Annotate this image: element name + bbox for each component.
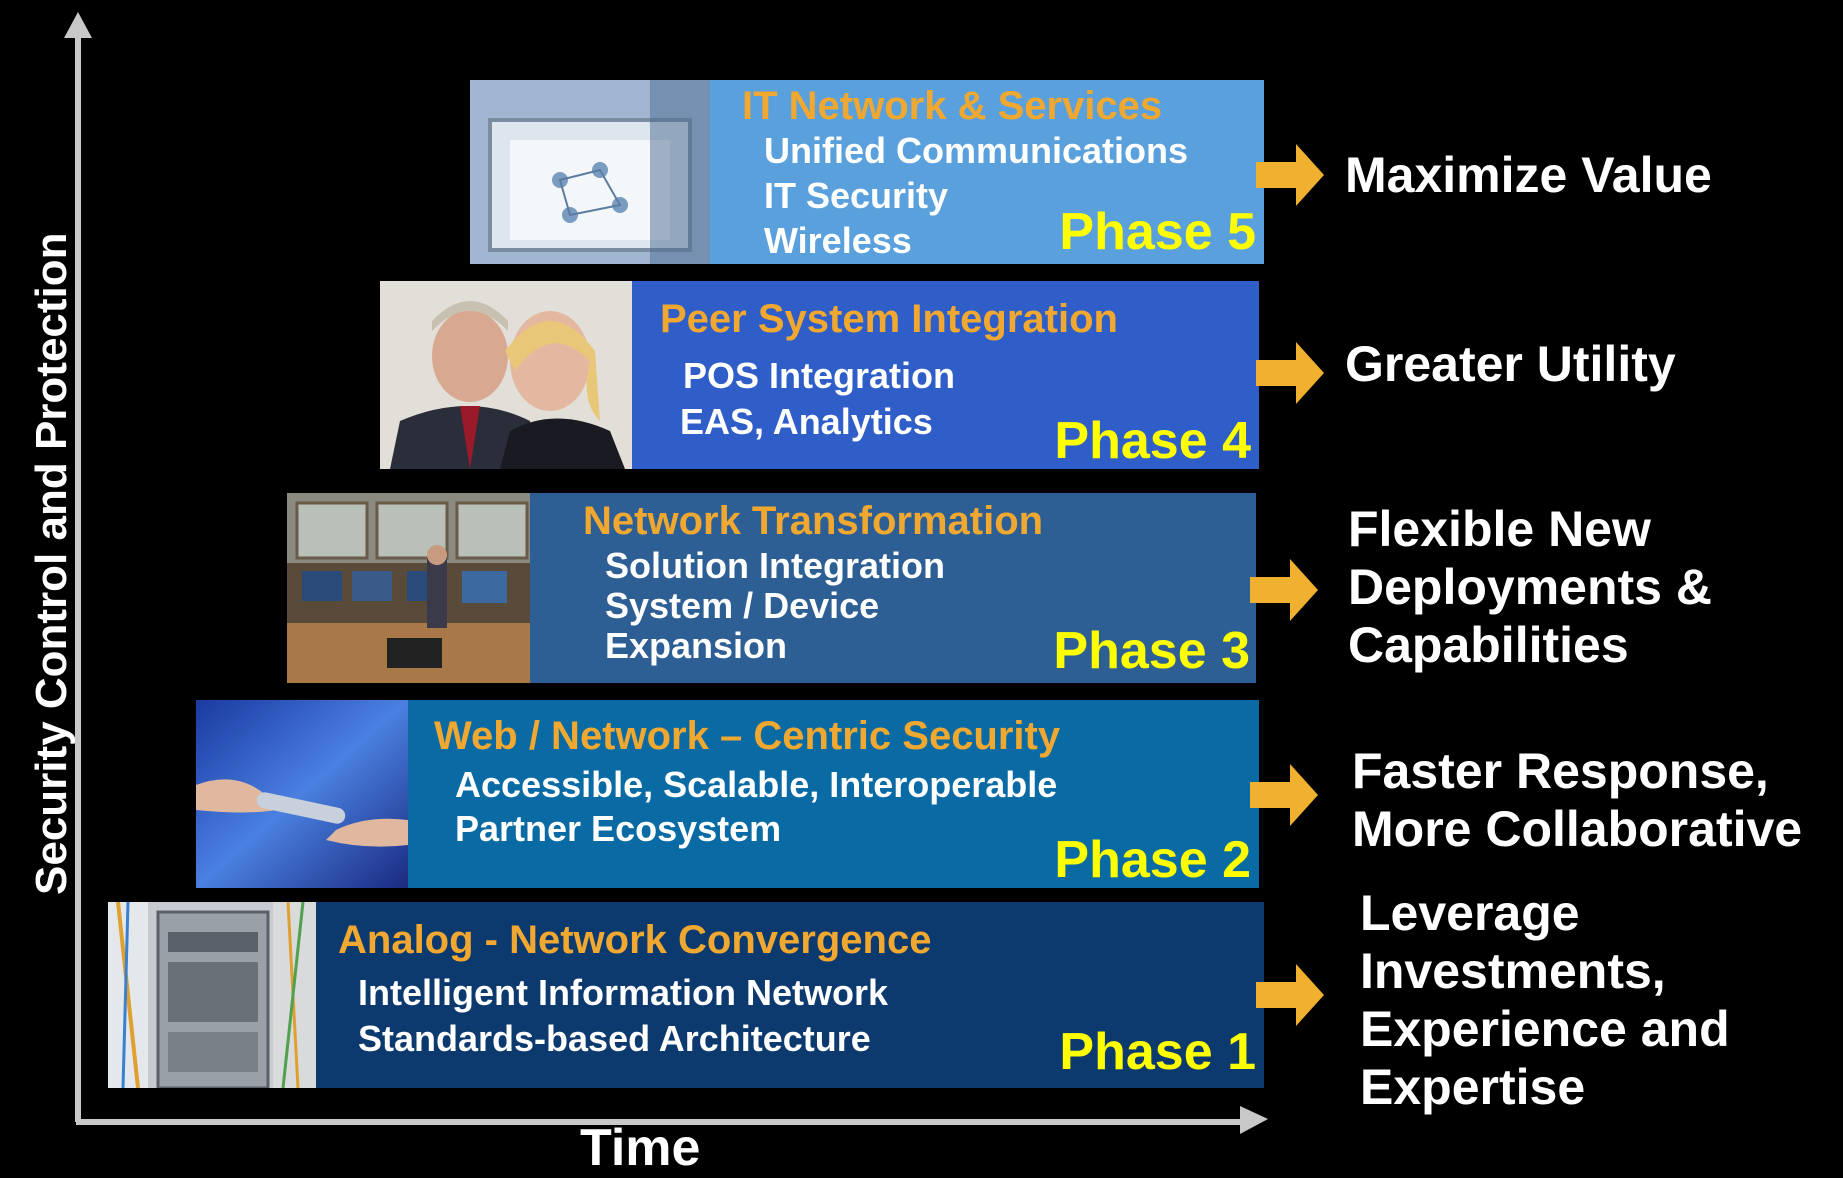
phase-4-outcome: Greater Utility xyxy=(1345,335,1676,393)
axes xyxy=(64,12,1268,1134)
phase-1-outcome-line: Expertise xyxy=(1360,1059,1586,1115)
phase-3-item: Solution Integration xyxy=(605,545,945,586)
phase-5-label: Phase 5 xyxy=(1059,203,1256,261)
phase-4-block: Peer System Integration POS Integration … xyxy=(380,281,1259,469)
phase-2-block: Web / Network – Centric Security Accessi… xyxy=(196,700,1259,888)
phase-1-photo-equipment xyxy=(108,902,316,1088)
phase-4-title: Peer System Integration xyxy=(660,297,1118,341)
y-axis-label: Security Control and Protection xyxy=(27,232,76,895)
phase-4-item: POS Integration xyxy=(683,355,956,396)
phase-2-outcome-line: More Collaborative xyxy=(1352,801,1803,857)
phase-1-item: Intelligent Information Network xyxy=(358,972,889,1013)
phase-4-label: Phase 4 xyxy=(1054,412,1251,469)
phase-5-item: Unified Communications xyxy=(764,130,1189,171)
phase-4-item: EAS, Analytics xyxy=(680,401,933,442)
phase-3-outcome: Flexible New Deployments & Capabilities xyxy=(1348,500,1712,674)
phase-5-arrow-icon xyxy=(1256,140,1326,210)
phase-4-photo-people xyxy=(380,281,632,469)
phase-3-label: Phase 3 xyxy=(1053,622,1250,680)
phase-2-outcome-line: Faster Response, xyxy=(1352,743,1769,799)
x-axis-label: Time xyxy=(580,1119,701,1177)
phase-2-label: Phase 2 xyxy=(1054,831,1251,888)
phase-3-outcome-line: Capabilities xyxy=(1348,617,1629,673)
phase-2-item: Accessible, Scalable, Interoperable xyxy=(455,764,1058,805)
y-axis-arrowhead xyxy=(64,12,92,38)
phase-1-outcome-line: Leverage xyxy=(1360,885,1580,941)
phase-1-outcome: Leverage Investments, Experience and Exp… xyxy=(1360,884,1730,1116)
phase-2-outcome: Faster Response, More Collaborative xyxy=(1352,742,1802,858)
phase-3-photo-control-room xyxy=(287,493,530,683)
phase-2-title: Web / Network – Centric Security xyxy=(434,714,1061,758)
phase-5-block: IT Network & Services Unified Communicat… xyxy=(470,80,1264,264)
phase-1-block: Analog - Network Convergence Intelligent… xyxy=(108,902,1264,1088)
phase-1-outcome-line: Investments, xyxy=(1360,943,1666,999)
x-axis-arrowhead xyxy=(1240,1106,1268,1134)
phase-3-item: Expansion xyxy=(605,625,788,666)
phase-3-title: Network Transformation xyxy=(583,499,1044,543)
phase-1-arrow-icon xyxy=(1256,960,1326,1030)
phase-3-outcome-line: Flexible New xyxy=(1348,501,1651,557)
phase-1-item: Standards-based Architecture xyxy=(358,1018,871,1059)
phase-5-photo-monitor xyxy=(470,80,710,264)
phase-3-item: System / Device xyxy=(605,585,880,626)
phase-5-outcome-line: Maximize Value xyxy=(1345,147,1712,203)
phase-3-outcome-line: Deployments & xyxy=(1348,559,1712,615)
phase-1-outcome-line: Experience and xyxy=(1360,1001,1730,1057)
phase-5-title: IT Network & Services xyxy=(742,84,1163,128)
phase-3-block: Network Transformation Solution Integrat… xyxy=(287,493,1256,683)
phase-2-item: Partner Ecosystem xyxy=(455,808,782,849)
phase-1-label: Phase 1 xyxy=(1059,1023,1256,1081)
phase-2-photo-hands xyxy=(196,700,408,888)
phase-5-item: Wireless xyxy=(764,220,912,261)
phase-4-outcome-line: Greater Utility xyxy=(1345,336,1676,392)
phase-2-arrow-icon xyxy=(1250,760,1320,830)
phase-5-outcome: Maximize Value xyxy=(1345,146,1712,204)
phase-3-arrow-icon xyxy=(1250,555,1320,625)
phase-1-title: Analog - Network Convergence xyxy=(338,918,932,962)
phase-4-arrow-icon xyxy=(1256,338,1326,408)
phase-5-item: IT Security xyxy=(764,175,949,216)
